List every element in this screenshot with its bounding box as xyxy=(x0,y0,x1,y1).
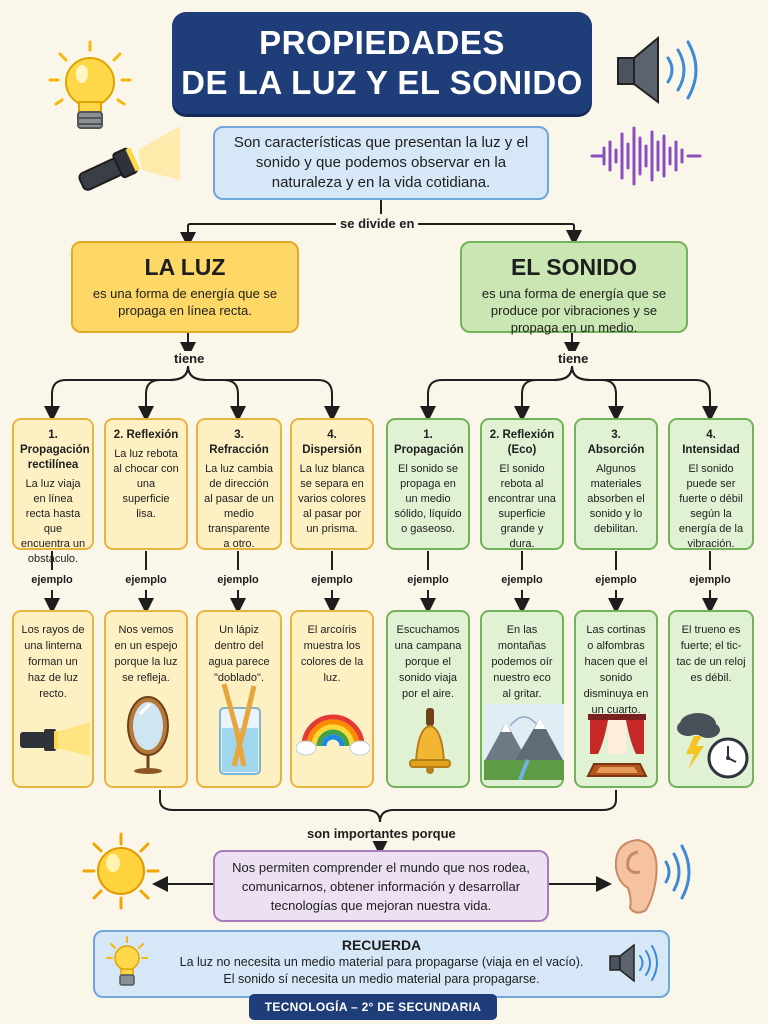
curtains-icon xyxy=(586,714,648,777)
sonido-property-card: 4. Intensidad El sonido puede ser fuerte… xyxy=(668,418,754,550)
ear-icon xyxy=(614,838,691,914)
label-ejemplo: ejemplo xyxy=(198,574,278,586)
label-tiene-luz: tiene xyxy=(170,351,209,366)
mountains-icon xyxy=(484,704,564,780)
luz-example-card: El arcoíris muestra los colores de la lu… xyxy=(290,610,374,788)
luz-property-card: 1. Propagación rectilínea La luz viaja e… xyxy=(12,418,94,565)
property-text: El sonido rebota al encontrar una superf… xyxy=(488,463,556,550)
label-divide: se divide en xyxy=(336,216,419,231)
property-text: La luz cambia de dirección al pasar de u… xyxy=(204,463,274,550)
label-ejemplo: ejemplo xyxy=(670,574,750,586)
intro-definition: Son características que presentan la luz… xyxy=(213,126,549,200)
example-text: Las cortinas o alfombras hacen que el so… xyxy=(583,624,649,716)
footer-badge: TECNOLOGÍA – 2° DE SECUNDARIA xyxy=(249,994,497,1020)
label-importantes: son importantes porque xyxy=(303,826,460,841)
recuerda-line-1: La luz no necesita un medio material par… xyxy=(179,955,584,969)
example-text: Los rayos de una linterna forman un haz … xyxy=(21,624,85,700)
luz-property-card: 4. Dispersión La luz blanca se separa en… xyxy=(290,418,374,550)
property-text: El sonido se propaga en un medio sólido,… xyxy=(394,463,462,535)
recuerda-box: RECUERDA La luz no necesita un medio mat… xyxy=(93,930,670,998)
property-title: 4. Intensidad xyxy=(682,429,740,456)
glass-pencil-icon xyxy=(219,683,261,775)
recuerda-title: RECUERDA xyxy=(341,937,422,953)
recuerda-line-2: El sonido sí necesita un medio material … xyxy=(223,972,540,986)
sound-wave-icon xyxy=(590,126,702,186)
flashlight-icon xyxy=(20,722,90,756)
sonido-definition: es una forma de energía que se produce p… xyxy=(481,286,667,335)
property-title: 1. Propagación rectilínea xyxy=(20,429,90,471)
sonido-example-card: En las montañas podemos oír nuestro eco … xyxy=(480,610,564,788)
sonido-property-card: 1. Propagación El sonido se propaga en u… xyxy=(386,418,470,550)
property-text: El sonido puede ser fuerte o débil según… xyxy=(678,463,744,550)
property-text: Algunos materiales absorben el sonido y … xyxy=(587,463,645,535)
label-ejemplo: ejemplo xyxy=(388,574,468,586)
label-ejemplo: ejemplo xyxy=(292,574,372,586)
example-text: Escuchamos una campana porque el sonido … xyxy=(394,624,462,700)
sonido-example-card: Escuchamos una campana porque el sonido … xyxy=(386,610,470,788)
sonido-example-card: Las cortinas o alfombras hacen que el so… xyxy=(574,610,658,788)
mirror-icon xyxy=(127,696,169,774)
title-banner: PROPIEDADES DE LA LUZ Y EL SONIDO xyxy=(172,12,592,114)
label-ejemplo: ejemplo xyxy=(482,574,562,586)
storm-clock-icon xyxy=(677,713,749,779)
luz-title: LA LUZ xyxy=(144,254,226,280)
example-text: En las montañas podemos oír nuestro eco … xyxy=(491,624,553,700)
example-text: Un lápiz dentro del agua parece "doblado… xyxy=(208,624,270,684)
property-title: 4. Dispersión xyxy=(302,429,362,456)
example-text: El arcoíris muestra los colores de la lu… xyxy=(300,624,364,684)
luz-property-card: 3. Refracción La luz cambia de dirección… xyxy=(196,418,282,550)
property-text: La luz rebota al chocar con una superfic… xyxy=(113,448,179,520)
flashlight-icon xyxy=(78,126,180,191)
title-line-1: PROPIEDADES xyxy=(259,24,505,61)
luz-definition: es una forma de energía que se propaga e… xyxy=(92,286,278,318)
example-text: Nos vemos en un espejo porque la luz se … xyxy=(114,624,178,684)
sonido-example-card: El trueno es fuerte; el tic-tac de un re… xyxy=(668,610,754,788)
example-text: El trueno es fuerte; el tic-tac de un re… xyxy=(676,624,746,684)
property-title: 2. Reflexión xyxy=(113,429,179,441)
luz-example-card: Un lápiz dentro del agua parece "doblado… xyxy=(196,610,282,788)
sonido-title: EL SONIDO xyxy=(510,254,638,280)
speaker-icon xyxy=(617,35,698,104)
lightbulb-icon xyxy=(48,40,132,129)
luz-example-card: Nos vemos en un espejo porque la luz se … xyxy=(104,610,188,788)
sonido-box: EL SONIDO es una forma de energía que se… xyxy=(460,241,688,335)
luz-property-card: 2. Reflexión La luz rebota al chocar con… xyxy=(104,418,188,550)
importance-box: Nos permiten comprender el mundo que nos… xyxy=(213,850,549,922)
property-text: La luz blanca se separa en varios colore… xyxy=(298,463,366,535)
luz-box: LA LUZ es una forma de energía que se pr… xyxy=(71,241,299,333)
lightbulb-icon xyxy=(106,936,148,986)
sonido-property-card: 2. Reflexión (Eco) El sonido rebota al e… xyxy=(480,418,564,550)
label-ejemplo: ejemplo xyxy=(576,574,656,586)
rainbow-icon xyxy=(296,714,370,756)
property-title: 2. Reflexión (Eco) xyxy=(489,429,555,456)
label-tiene-sonido: tiene xyxy=(554,351,593,366)
luz-example-card: Los rayos de una linterna forman un haz … xyxy=(12,610,94,788)
property-title: 3. Absorción xyxy=(587,429,645,456)
property-text: La luz viaja en línea recta hasta que en… xyxy=(20,478,86,565)
property-title: 1. Propagación xyxy=(394,429,464,456)
label-ejemplo: ejemplo xyxy=(12,574,92,586)
property-title: 3. Refracción xyxy=(209,429,269,456)
title-line-2: DE LA LUZ Y EL SONIDO xyxy=(181,64,583,101)
bell-icon xyxy=(409,708,451,774)
sonido-property-card: 3. Absorción Algunos materiales absorben… xyxy=(574,418,658,550)
speaker-icon xyxy=(609,943,658,983)
label-ejemplo: ejemplo xyxy=(106,574,186,586)
sun-icon xyxy=(82,832,160,910)
